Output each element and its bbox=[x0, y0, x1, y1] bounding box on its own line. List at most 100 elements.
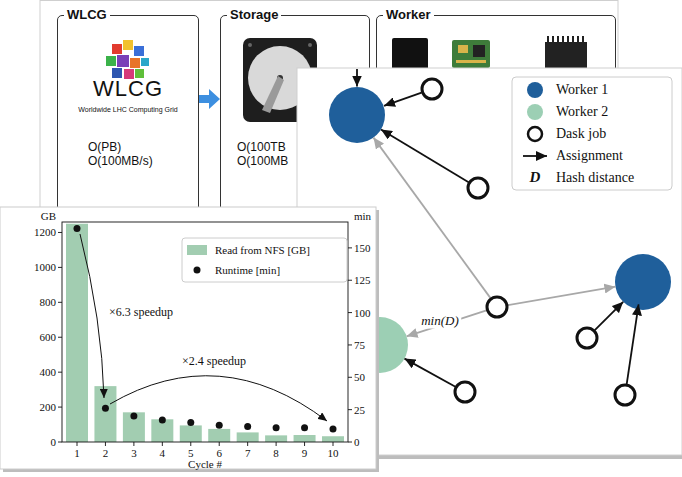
speedup-note: ×6.3 speedup bbox=[109, 306, 173, 320]
tick-label: 50 bbox=[354, 371, 365, 384]
bar-chart bbox=[58, 222, 352, 446]
worker-icons bbox=[392, 36, 587, 70]
axis-tick bbox=[190, 442, 191, 446]
runtime-dot bbox=[301, 424, 308, 431]
tick-label: 0 bbox=[51, 436, 57, 449]
box-heading: Worker bbox=[383, 7, 434, 23]
tick-label: 0 bbox=[354, 436, 360, 449]
runtime-dot bbox=[74, 225, 81, 232]
axis-tick bbox=[348, 409, 352, 410]
legend-text: Read from NFS [GB] bbox=[215, 244, 310, 257]
runtime-dot bbox=[216, 422, 223, 429]
axis-tick bbox=[58, 442, 62, 443]
nfs-read-bar bbox=[294, 435, 316, 442]
axis-tick bbox=[58, 407, 62, 408]
tick-label: 1000 bbox=[34, 261, 56, 274]
axis-tick bbox=[304, 442, 305, 446]
runtime-dot bbox=[330, 426, 337, 433]
axis-tick bbox=[58, 337, 62, 338]
nfs-read-bar bbox=[180, 425, 202, 442]
axis-tick bbox=[58, 372, 62, 373]
distance-label: min(D) bbox=[419, 314, 461, 329]
speedup-arrow bbox=[80, 234, 104, 398]
axis-tick bbox=[58, 302, 62, 303]
axis-tick bbox=[247, 442, 248, 446]
legend-frame bbox=[182, 238, 347, 282]
axis-title: Cycle # bbox=[188, 458, 222, 471]
axis-tick bbox=[276, 442, 277, 446]
runtime-dot bbox=[273, 424, 280, 431]
tick-label: 600 bbox=[40, 331, 57, 344]
flow-arrow bbox=[199, 89, 220, 109]
nfs-read-bar bbox=[208, 429, 230, 442]
legend-text: Worker 2 bbox=[556, 104, 608, 120]
legend-text: Worker 1 bbox=[556, 82, 608, 98]
tick-label: 3 bbox=[131, 447, 137, 460]
logo-subtitle: Worldwide LHC Computing Grid bbox=[58, 106, 198, 114]
tick-label: 800 bbox=[40, 296, 57, 309]
legend-text: Hash distance bbox=[556, 170, 634, 186]
axis-tick bbox=[58, 267, 62, 268]
axis-tick bbox=[77, 442, 78, 446]
nfs-read-bar bbox=[66, 224, 88, 442]
plot-frame bbox=[62, 222, 348, 442]
axis-tick bbox=[333, 442, 334, 446]
axis-tick bbox=[105, 442, 106, 446]
tick-label: 10 bbox=[328, 447, 339, 460]
nfs-read-bar bbox=[322, 436, 344, 442]
legend-text: Runtime [min] bbox=[215, 264, 280, 277]
tick-label: 200 bbox=[40, 401, 57, 414]
axis-tick bbox=[219, 442, 220, 446]
wlcg-logo bbox=[106, 40, 149, 79]
box-heading: Storage bbox=[227, 7, 281, 23]
axis-tick bbox=[348, 344, 352, 345]
axis-unit: min bbox=[354, 210, 371, 223]
runtime-dot bbox=[130, 413, 137, 420]
axis-tick bbox=[348, 442, 352, 443]
axis-tick bbox=[133, 442, 134, 446]
tick-label: 2 bbox=[103, 447, 109, 460]
tick-label: 125 bbox=[354, 274, 371, 287]
tick-label: 8 bbox=[273, 447, 279, 460]
axis-tick bbox=[348, 247, 352, 248]
speedup-note: ×2.4 speedup bbox=[182, 355, 246, 369]
nfs-read-bar bbox=[237, 432, 259, 442]
tick-label: 9 bbox=[302, 447, 308, 460]
legend-text: Assignment bbox=[556, 148, 623, 164]
tick-label: 1200 bbox=[34, 226, 56, 239]
tick-label: 100 bbox=[354, 306, 371, 319]
legend-dot bbox=[194, 267, 201, 274]
legend-text: Dask job bbox=[556, 126, 606, 142]
tick-label: 25 bbox=[354, 403, 365, 416]
runtime-dot bbox=[159, 417, 166, 424]
axis-unit: GB bbox=[41, 210, 56, 223]
capacity-text: O(100TB O(100MB bbox=[237, 140, 288, 169]
tick-label: 1 bbox=[74, 447, 80, 460]
logo-text: WLCG bbox=[58, 76, 198, 102]
capacity-text: O(PB) O(100MB/s) bbox=[88, 140, 153, 169]
nfs-read-bar bbox=[94, 386, 116, 442]
legend-symbol: D bbox=[530, 169, 541, 186]
tick-label: 5 bbox=[188, 447, 194, 460]
axis-tick bbox=[58, 232, 62, 233]
runtime-dot bbox=[187, 419, 194, 426]
assignment-arrows bbox=[357, 69, 639, 387]
box-heading: WLCG bbox=[64, 7, 110, 23]
tick-label: 75 bbox=[354, 339, 365, 352]
tick-label: 400 bbox=[40, 366, 57, 379]
axis-tick bbox=[348, 377, 352, 378]
axis-tick bbox=[162, 442, 163, 446]
tick-label: 150 bbox=[354, 242, 371, 255]
speedup-arrow bbox=[110, 376, 327, 421]
tick-label: 4 bbox=[160, 447, 166, 460]
axis-tick bbox=[348, 312, 352, 313]
legend-frame bbox=[512, 77, 672, 190]
tick-label: 6 bbox=[216, 447, 222, 460]
nfs-read-bar bbox=[123, 412, 145, 442]
legend-swatch bbox=[527, 104, 543, 120]
legend-swatch bbox=[527, 82, 543, 98]
runtime-dot bbox=[244, 423, 251, 430]
runtime-dot bbox=[102, 405, 109, 412]
